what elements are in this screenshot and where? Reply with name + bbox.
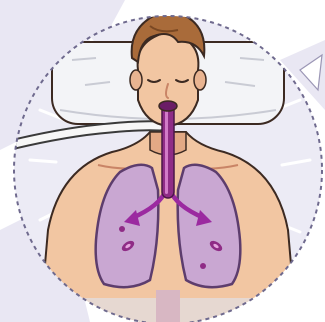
endotracheal-tube-icon [159, 101, 177, 198]
